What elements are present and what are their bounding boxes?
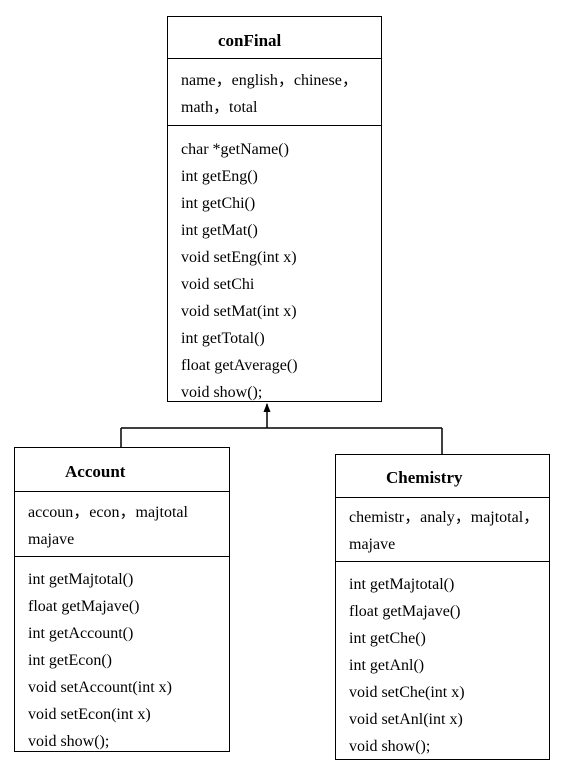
class-attributes: chemistr，analy，majtotal， majave bbox=[336, 498, 549, 562]
method-item: void setEng(int x) bbox=[181, 249, 297, 266]
method-item: void show(); bbox=[349, 738, 431, 755]
method-item: void setEcon(int x) bbox=[28, 706, 151, 723]
class-box-chemistry: Chemistry chemistr，analy，majtotal， majav… bbox=[335, 454, 550, 760]
method-item: void setAccount(int x) bbox=[28, 679, 172, 696]
method-item: float getAverage() bbox=[181, 357, 298, 374]
class-methods: int getMajtotal() float getMajave() int ge… bbox=[336, 562, 549, 760]
method-item: void show(); bbox=[181, 384, 263, 401]
class-attributes: name，english，chinese， math，total bbox=[168, 59, 381, 126]
class-methods: char *getName() int getEng() int getChi() i… bbox=[168, 126, 381, 406]
class-attributes: accoun，econ，majtotal majave bbox=[15, 492, 229, 557]
method-item: float getMajave() bbox=[28, 598, 140, 615]
method-item: void setChi bbox=[181, 276, 255, 293]
class-box-confinal: conFinal name，english，chinese， math，tota… bbox=[167, 16, 382, 402]
method-item: int getMat() bbox=[181, 222, 258, 239]
class-name: Account bbox=[15, 448, 229, 492]
method-item: void setAnl(int x) bbox=[349, 711, 463, 728]
method-item: int getEcon() bbox=[28, 652, 112, 669]
method-item: char *getName() bbox=[181, 141, 289, 158]
method-item: int getAccount() bbox=[28, 625, 134, 642]
method-item: int getTotal() bbox=[181, 330, 265, 347]
method-item: int getEng() bbox=[181, 168, 258, 185]
method-item: int getChe() bbox=[349, 630, 426, 647]
class-box-account: Account accoun，econ，majtotal majave int … bbox=[14, 447, 230, 752]
method-item: int getAnl() bbox=[349, 657, 425, 674]
inheritance-arrowhead bbox=[263, 403, 271, 412]
method-item: int getChi() bbox=[181, 195, 256, 212]
method-item: int getMajtotal() bbox=[349, 576, 455, 593]
class-name: Chemistry bbox=[336, 455, 549, 498]
method-item: float getMajave() bbox=[349, 603, 461, 620]
class-methods: int getMajtotal() float getMajave() int ge… bbox=[15, 557, 229, 755]
method-item: void setMat(int x) bbox=[181, 303, 297, 320]
method-item: int getMajtotal() bbox=[28, 571, 134, 588]
class-name: conFinal bbox=[168, 17, 381, 59]
method-item: void setChe(int x) bbox=[349, 684, 465, 701]
method-item: void show(); bbox=[28, 733, 110, 750]
